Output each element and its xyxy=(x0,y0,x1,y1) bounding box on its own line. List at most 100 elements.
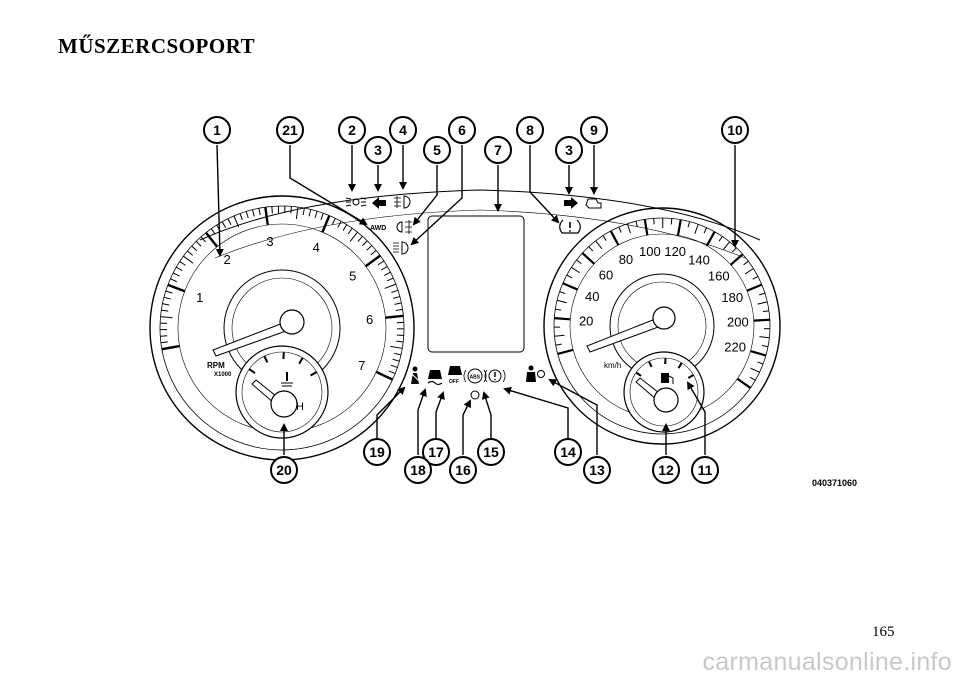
fog-light-icon xyxy=(394,195,411,209)
tach-tick xyxy=(370,250,377,256)
gauge-tick xyxy=(687,374,694,379)
abs-icon: ABS xyxy=(463,368,487,384)
gauge-tick xyxy=(263,355,269,363)
abs-label: ABS xyxy=(470,375,481,381)
callout-3: 3 xyxy=(555,136,583,164)
tach-tick xyxy=(271,206,273,214)
tach-number: 5 xyxy=(349,269,356,284)
tach-tick xyxy=(331,218,336,225)
sidelight-icon xyxy=(345,197,367,207)
speedometer-needle xyxy=(586,306,676,353)
check-engine-icon xyxy=(585,198,602,209)
svg-text:16: 16 xyxy=(455,462,471,478)
gauge-tick xyxy=(310,371,318,377)
speedo-tick xyxy=(703,227,708,234)
tach-tick xyxy=(337,221,342,228)
tach-tick xyxy=(191,245,198,252)
tire-pressure-icon xyxy=(559,219,581,234)
callout-10: 10 xyxy=(721,116,749,144)
tach-tick xyxy=(395,308,403,311)
svg-text:6: 6 xyxy=(458,122,466,138)
svg-text:12: 12 xyxy=(658,462,674,478)
svg-text:9: 9 xyxy=(590,122,598,138)
tach-tick xyxy=(161,309,169,312)
watermark: carmanualsonline.info xyxy=(702,648,952,676)
callout-12: 12 xyxy=(652,456,680,484)
tach-tick xyxy=(160,316,173,319)
speedo-tick xyxy=(757,301,768,305)
callout-19: 19 xyxy=(363,438,391,466)
speedo-tick xyxy=(746,283,763,292)
speedo-tick xyxy=(749,376,756,381)
speedo-number: 140 xyxy=(688,253,710,268)
speedo-tick xyxy=(635,221,638,228)
temperature-gauge: H xyxy=(235,345,329,439)
svg-text:20: 20 xyxy=(276,462,292,478)
speedo-tick xyxy=(559,291,566,295)
svg-text:7: 7 xyxy=(494,142,502,158)
tach-tick xyxy=(204,231,219,248)
speedo-tick xyxy=(602,235,607,241)
tach-tick xyxy=(349,231,358,242)
tach-tick xyxy=(308,209,312,217)
tach-tick xyxy=(391,289,399,293)
speedo-number: 100 xyxy=(639,244,661,259)
speedo-tick xyxy=(555,343,562,346)
rear-fog-icon xyxy=(396,220,412,234)
tach-tick xyxy=(347,227,353,235)
tach-tick xyxy=(195,240,202,247)
speedo-tick xyxy=(750,367,760,373)
speedo-tick xyxy=(752,276,759,280)
tach-number: 3 xyxy=(266,234,273,249)
svg-text:17: 17 xyxy=(428,444,444,460)
speedo-tick xyxy=(731,247,737,253)
callout-leaders xyxy=(215,144,739,455)
turn-left-arrow-icon xyxy=(372,197,386,209)
speedo-tick xyxy=(554,317,571,321)
speedo-number: 120 xyxy=(664,244,686,259)
callout-9: 9 xyxy=(580,116,608,144)
tach-tick xyxy=(187,250,194,256)
callout-8: 8 xyxy=(516,116,544,144)
callout-6: 6 xyxy=(448,116,476,144)
tach-tick xyxy=(342,224,348,231)
tach-tick xyxy=(295,206,299,220)
svg-text:3: 3 xyxy=(565,142,573,158)
gauge-tick xyxy=(248,368,256,374)
tach-tick xyxy=(388,370,396,375)
speedo-tick xyxy=(759,292,766,296)
callout-17: 17 xyxy=(422,438,450,466)
tach-tick xyxy=(394,352,402,356)
tach-tick xyxy=(385,314,404,319)
tach-number: 4 xyxy=(313,240,320,255)
svg-text:10: 10 xyxy=(727,122,743,138)
speedo-tick xyxy=(750,350,767,357)
tach-multiplier: X1000 xyxy=(214,372,232,378)
callout-5: 5 xyxy=(423,136,451,164)
tach-tick xyxy=(377,260,385,266)
speedo-number: 180 xyxy=(721,290,743,305)
seatbelt-icon xyxy=(409,366,421,384)
svg-text:14: 14 xyxy=(560,444,576,460)
gauge-tick xyxy=(648,361,653,368)
speedo-tick xyxy=(757,361,764,365)
callout-2: 2 xyxy=(338,116,366,144)
temp-h-mark: H xyxy=(296,401,304,413)
speedo-tick xyxy=(762,310,769,313)
fuel-pump-icon xyxy=(661,373,674,384)
tach-tick xyxy=(221,221,227,229)
tach-tick xyxy=(252,209,255,217)
tach-tick xyxy=(245,211,249,219)
speedo-number: 60 xyxy=(599,268,613,283)
speedo-tick xyxy=(566,274,573,279)
tach-tick xyxy=(390,364,398,368)
gauge-tick xyxy=(635,371,642,377)
speedo-tick xyxy=(687,221,691,228)
tach-tick xyxy=(165,290,173,294)
speedo-tick xyxy=(588,246,594,252)
speedo-tick xyxy=(744,268,754,275)
speedo-tick xyxy=(562,282,578,291)
tach-tick xyxy=(366,245,373,251)
